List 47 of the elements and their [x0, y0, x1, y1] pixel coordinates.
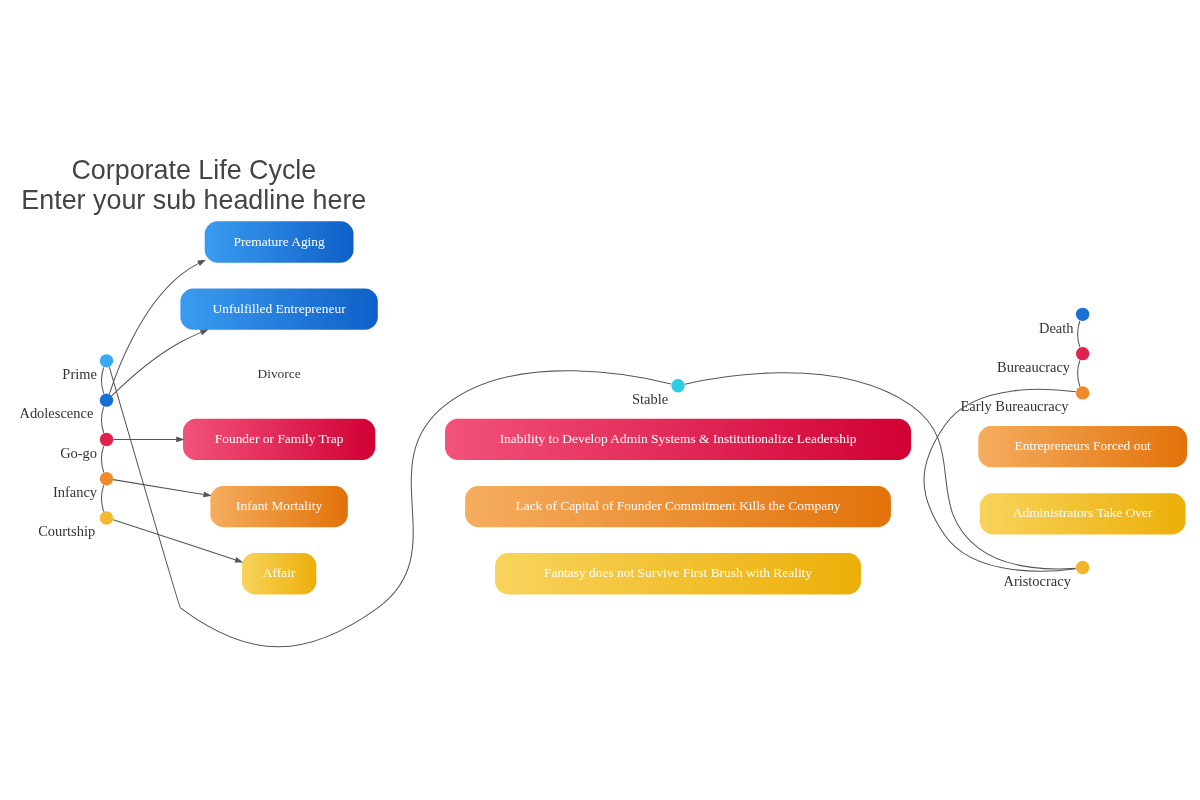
- node-circle: [671, 378, 685, 393]
- node-label: Death: [1039, 319, 1074, 336]
- node-circle: [99, 354, 114, 368]
- node-circle: [99, 432, 114, 447]
- node-box: Affair: [241, 553, 317, 595]
- arrow: [111, 329, 209, 397]
- node-box: Premature Aging: [204, 221, 354, 263]
- caption: Enter your sub headline here: [21, 184, 367, 215]
- node-box: Unfulfilled Entrepreneur: [180, 288, 378, 330]
- node-circle: [99, 511, 114, 525]
- node-circle: [1075, 560, 1090, 575]
- connector: [1077, 320, 1081, 348]
- node-circle: [99, 393, 114, 407]
- node-label: Infancy: [52, 483, 98, 500]
- node-circle: [1075, 307, 1090, 322]
- arrow: [112, 519, 244, 563]
- node-circle: [1075, 386, 1090, 400]
- connector: [684, 372, 1077, 570]
- node-label: Aristocracy: [1003, 572, 1071, 589]
- node-label: Early Bureaucracy: [960, 398, 1069, 415]
- node-label: Bureaucracy: [997, 358, 1071, 375]
- connector: [108, 366, 672, 648]
- connector: [1077, 359, 1081, 387]
- node-circle: [99, 471, 114, 486]
- node-box: Fantasy does not Survive First Brush with Reality: [495, 553, 861, 595]
- node-circle: [1075, 346, 1090, 361]
- node-label: Prime: [62, 366, 97, 383]
- connector: [100, 484, 105, 513]
- node-box: Inability to Develop Admin Systems & Institutionalize Leadership: [445, 418, 912, 461]
- arrow: [113, 436, 185, 443]
- node-label: Courtship: [38, 523, 96, 540]
- label: Divorce: [257, 365, 301, 381]
- connector: [100, 367, 105, 395]
- diagram-title: Corporate Life Cycle: [71, 154, 317, 185]
- arrow: [108, 259, 206, 395]
- node-box: Founder or Family Trap: [183, 418, 376, 461]
- node-label: Go-go: [60, 444, 98, 461]
- node-label: Adolescence: [19, 405, 94, 422]
- arrow: [112, 479, 212, 498]
- connector: [923, 388, 1077, 572]
- node-box: Administrators Take Over: [979, 493, 1186, 535]
- node-label: Stable: [632, 390, 669, 407]
- connector: [100, 445, 105, 473]
- node-box: Lack of Capital of Founder Commitment Kills the Company: [465, 485, 891, 528]
- connector: [100, 406, 105, 434]
- node-box: Infant Mortality: [210, 485, 348, 528]
- node-box: Entrepreneurs Forced out: [978, 426, 1188, 468]
